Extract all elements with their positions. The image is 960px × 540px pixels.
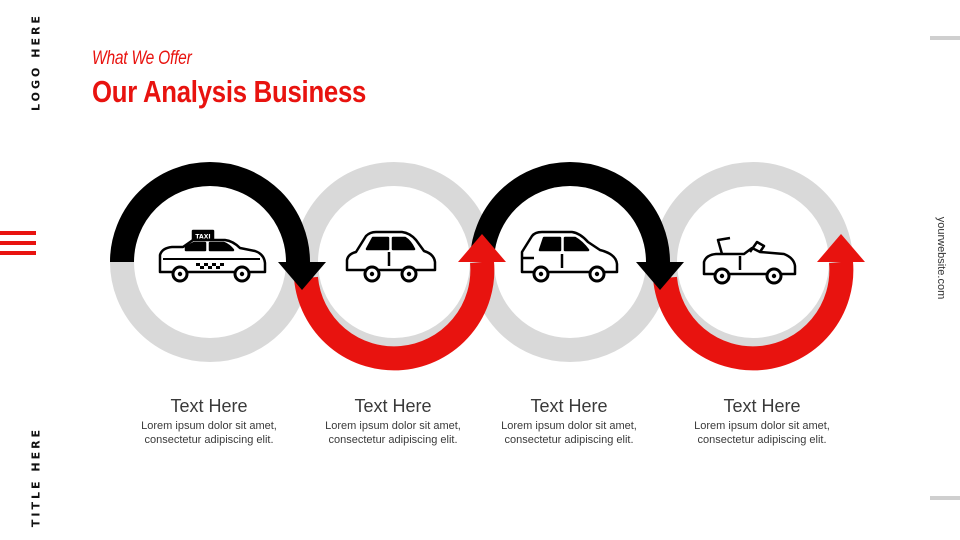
section-subtitle: What We Offer xyxy=(92,48,192,69)
step-1-desc-line-1: Lorem ipsum dolor sit amet, xyxy=(141,420,277,432)
step-2-title: Text Here xyxy=(354,396,432,416)
step-3-desc-line-2: consectetur adipiscing elit. xyxy=(504,434,634,446)
arrow-up-4 xyxy=(817,234,865,262)
page-title: Our Analysis Business xyxy=(92,74,367,109)
step-3-desc-line-1: Lorem ipsum dolor sit amet, xyxy=(501,420,637,432)
step-4-desc-line-2: consectetur adipiscing elit. xyxy=(697,434,827,446)
arc-red-4 xyxy=(653,260,854,371)
sedan-car-icon xyxy=(520,230,619,283)
step-4-desc-line-1: Lorem ipsum dolor sit amet, xyxy=(694,420,830,432)
arc-black-3 xyxy=(470,162,670,263)
step-3: Text Here Lorem ipsum dolor sit amet, co… xyxy=(469,396,669,447)
step-1-title: Text Here xyxy=(170,396,248,416)
arrow-down-3 xyxy=(636,262,684,290)
taxi-sign-text: TAXI xyxy=(195,234,210,241)
convertible-car-icon xyxy=(702,236,797,285)
taxi-icon xyxy=(158,229,267,283)
menu-icon[interactable] xyxy=(0,231,36,261)
arc-red-2 xyxy=(294,260,495,371)
compact-car-icon xyxy=(345,230,437,283)
step-2-desc-line-2: consectetur adipiscing elit. xyxy=(328,434,458,446)
step-2: Text Here Lorem ipsum dolor sit amet, co… xyxy=(293,396,493,447)
bottom-right-bar xyxy=(930,496,960,500)
step-2-desc-line-1: Lorem ipsum dolor sit amet, xyxy=(325,420,461,432)
arrow-down-1 xyxy=(278,262,326,290)
arc-black-1 xyxy=(110,162,310,263)
step-3-title: Text Here xyxy=(530,396,608,416)
step-4-title: Text Here xyxy=(723,396,801,416)
step-1-desc-line-2: consectetur adipiscing elit. xyxy=(144,434,274,446)
top-right-bar xyxy=(930,36,960,40)
step-4: Text Here Lorem ipsum dolor sit amet, co… xyxy=(662,396,862,447)
step-1: Text Here Lorem ipsum dolor sit amet, co… xyxy=(109,396,309,447)
arrow-up-2 xyxy=(458,234,506,262)
